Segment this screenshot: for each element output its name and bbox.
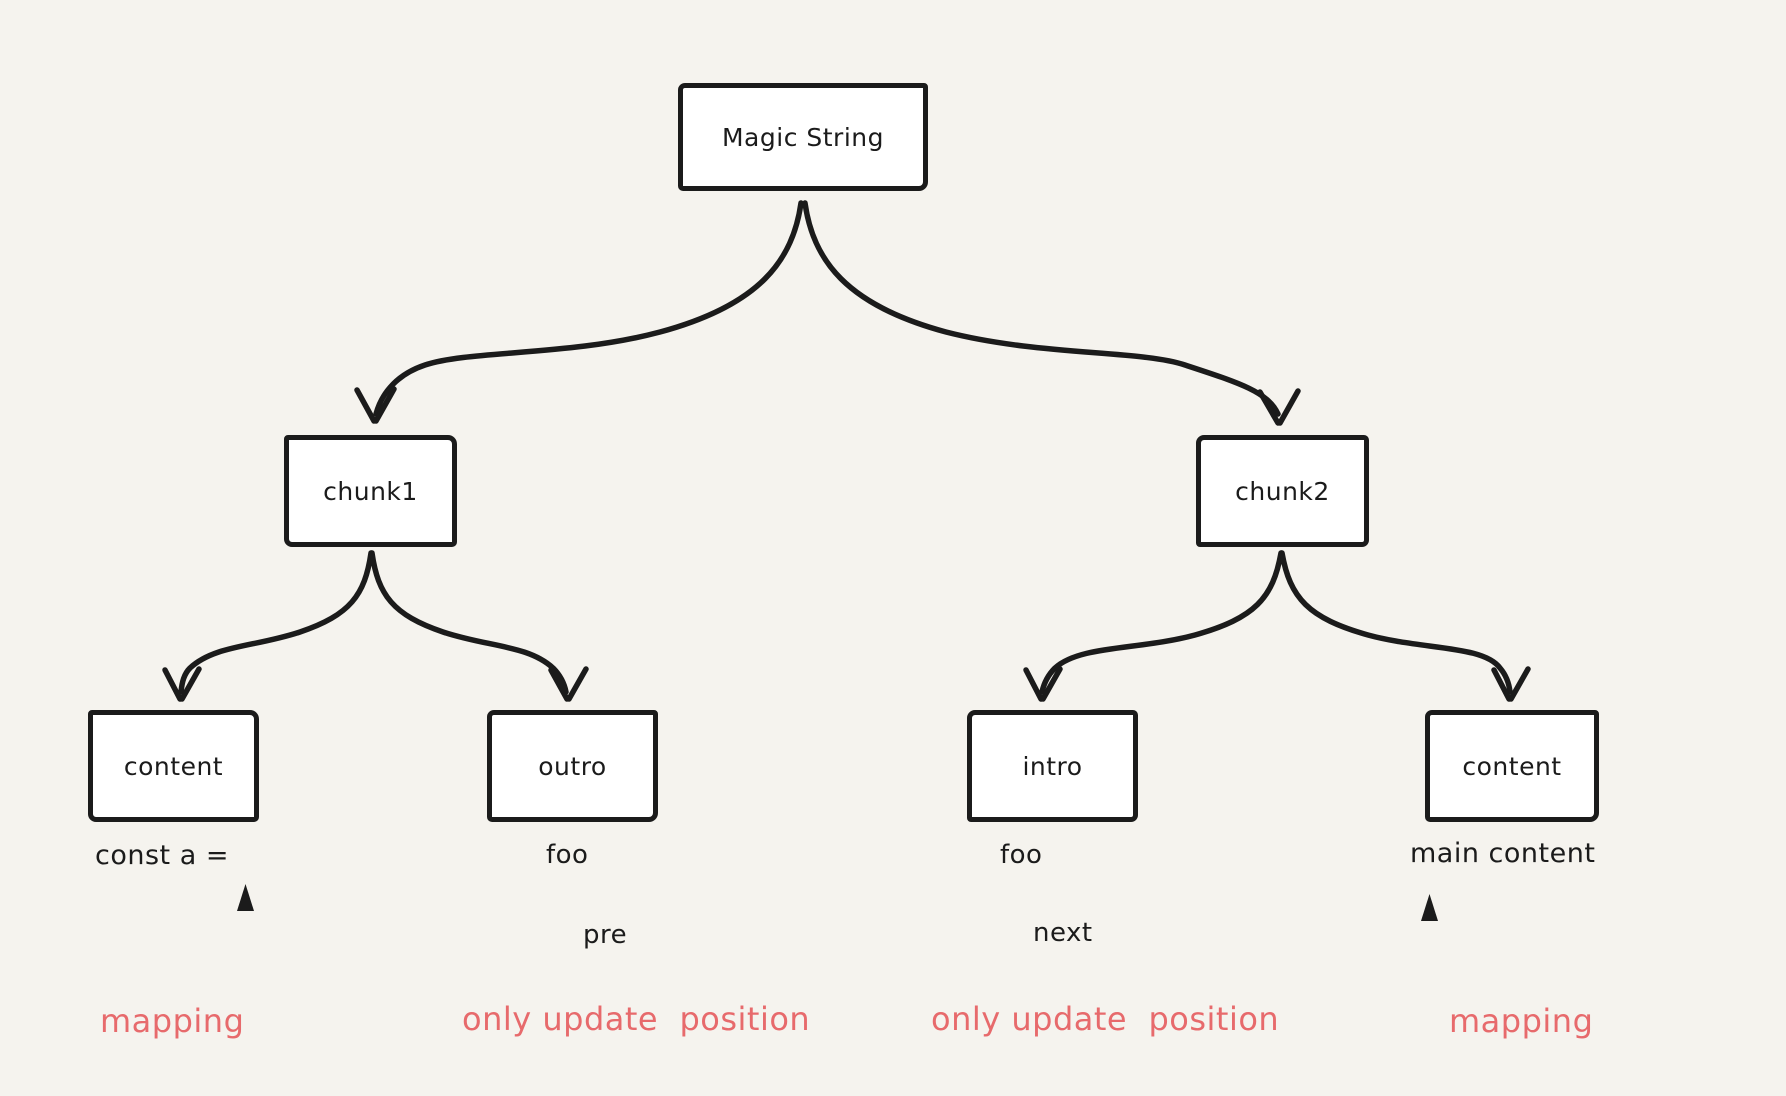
node-magic-string-label: Magic String: [721, 122, 884, 152]
node-chunk2-label: chunk2: [1235, 476, 1330, 506]
annotation-mapping-right: mapping: [1449, 1002, 1594, 1040]
node-chunk1-label: chunk1: [323, 476, 418, 506]
annotation-chunk2-intro-text: foo: [1000, 840, 1043, 870]
edge-root-chunk2: [802, 200, 1281, 417]
annotation-chunk2-intro-update: next: [1033, 918, 1093, 948]
node-chunk2: chunk2: [1196, 435, 1369, 547]
node-chunk2-content: content: [1425, 710, 1599, 822]
annotation-mapping-left: mapping: [100, 1002, 245, 1040]
node-chunk2-content-label: content: [1462, 751, 1562, 781]
node-chunk2-intro: intro: [967, 710, 1138, 822]
node-chunk2-intro-label: intro: [1022, 751, 1083, 781]
annotation-chunk1-outro-update: pre: [583, 920, 628, 950]
edge-chunk2-intro: [1039, 550, 1284, 695]
annotation-only-update-right: only update position: [931, 1000, 1280, 1038]
edge-chunk1-content: [178, 550, 374, 695]
edge-root-chunk2-arrowhead: [1257, 388, 1301, 426]
node-chunk1-content-label: content: [123, 751, 224, 781]
node-chunk1-outro-label: outro: [538, 751, 607, 781]
node-chunk1-content: content: [88, 710, 259, 822]
edge-chunk1-content-arrowhead: [162, 666, 202, 702]
node-magic-string: Magic String: [678, 83, 928, 191]
annotation-chunk2-content-text: main content: [1410, 838, 1596, 869]
edge-chunk2-content-arrowhead: [1491, 666, 1531, 702]
edge-root-chunk1: [373, 200, 804, 417]
edge-root-chunk1-arrowhead: [354, 386, 397, 424]
annotation-only-update-left: only update position: [462, 1000, 811, 1038]
node-chunk1: chunk1: [284, 435, 457, 547]
annotation-chunk1-content-text: const a =: [95, 840, 229, 871]
edge-chunk2-intro-arrowhead: [1023, 666, 1063, 702]
edge-chunk1-outro-arrowhead: [548, 666, 589, 702]
edge-chunk2-content: [1279, 550, 1513, 695]
annotation-chunk1-outro-text: foo: [546, 840, 589, 870]
edge-chunk1-outro: [369, 550, 569, 695]
node-chunk1-outro: outro: [487, 710, 658, 822]
